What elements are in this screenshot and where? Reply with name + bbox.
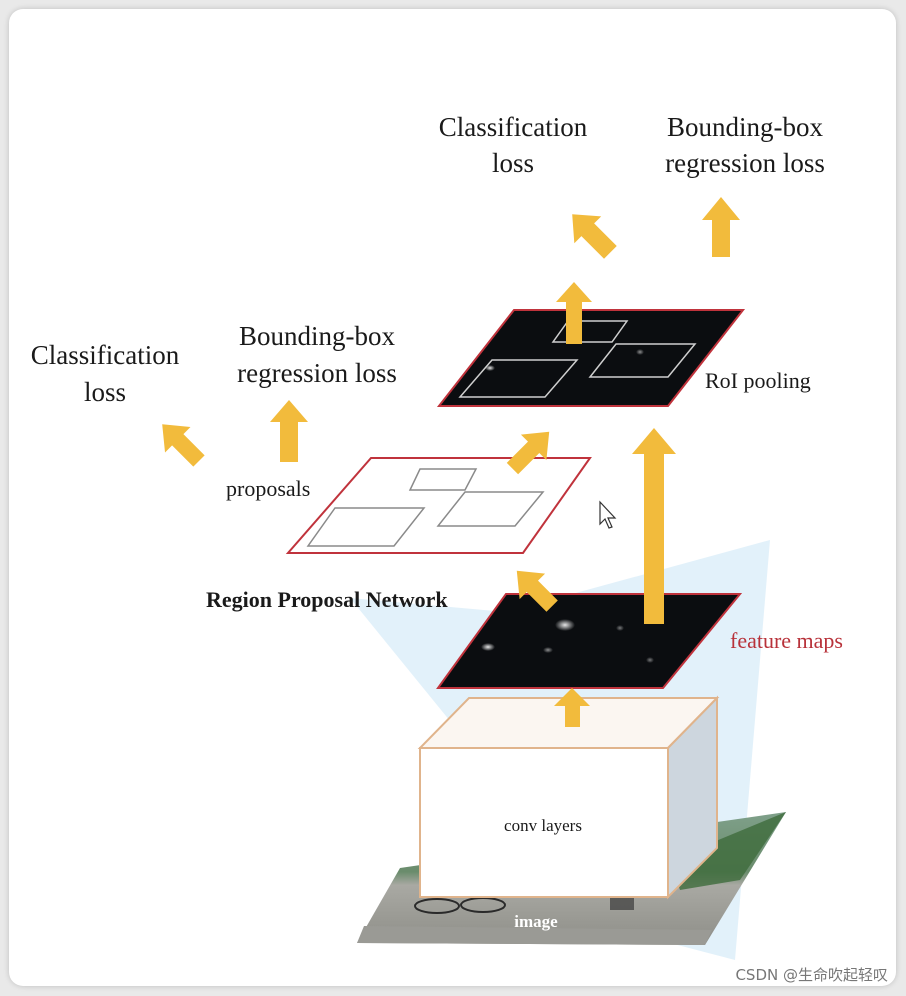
conv-layers-box [417, 695, 720, 900]
top-classification-loss-line1: Classification [439, 112, 588, 142]
image-label: image [514, 912, 558, 931]
feature-maps-plane [436, 593, 743, 689]
arrow-proposals-to-bbox-loss [270, 400, 308, 462]
top-bbox-loss-line2: regression loss [665, 148, 825, 178]
mid-bbox-loss-line1: Bounding-box [239, 321, 396, 351]
watermark: CSDN @生命吹起轻叹 [735, 966, 888, 984]
arrow-roi-to-cls-loss [572, 214, 617, 259]
diagram-card: image conv layers feature maps Region Pr… [9, 9, 896, 986]
arrow-feature-to-proposals [516, 570, 558, 612]
arrow-proposals-to-cls-loss [162, 424, 205, 467]
proposals-plane [285, 457, 592, 554]
arrow-roi-up [556, 282, 592, 344]
mouse-cursor-icon [599, 500, 617, 529]
arrow-proposals-to-roi [506, 431, 550, 475]
conv-layers-label: conv layers [504, 816, 582, 835]
top-classification-loss-line2: loss [492, 148, 534, 178]
mid-bbox-loss-line2: regression loss [237, 358, 397, 388]
arrow-conv-to-feature-maps [554, 688, 590, 727]
proposals-label: proposals [226, 476, 310, 501]
left-classification-loss-line2: loss [84, 377, 126, 407]
roi-pooling-plane [436, 309, 746, 407]
rpn-label: Region Proposal Network [206, 587, 448, 612]
feature-maps-label: feature maps [730, 628, 843, 653]
top-bbox-loss-line1: Bounding-box [667, 112, 824, 142]
arrow-roi-to-bbox-loss [702, 197, 740, 257]
arrow-feature-to-roi [632, 428, 676, 624]
faster-rcnn-diagram: image conv layers feature maps Region Pr… [31, 112, 888, 984]
left-classification-loss-line1: Classification [31, 340, 180, 370]
roi-pooling-label: RoI pooling [705, 368, 811, 393]
